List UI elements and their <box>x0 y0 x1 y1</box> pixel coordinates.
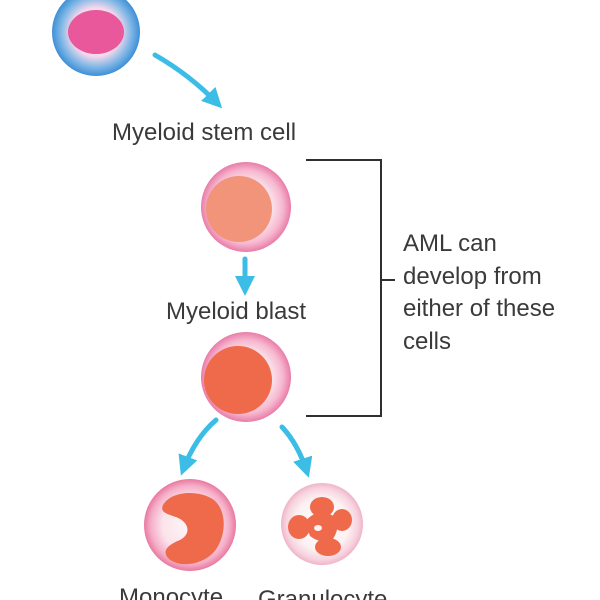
arrow-to-granulocyte <box>279 424 313 478</box>
arrow-curved-top <box>152 52 223 109</box>
label-monocyte: Monocyte <box>119 584 224 600</box>
aml-note: AML can develop from either of these cel… <box>403 228 593 358</box>
arrow-to-monocyte <box>178 417 219 476</box>
myeloid-blast <box>201 332 291 422</box>
aml-note-line-3: either of these <box>403 295 556 322</box>
aml-note-line-4: cells <box>403 327 452 355</box>
stem-cell-top <box>52 0 140 76</box>
aml-note-line-1: AML can <box>403 230 497 257</box>
label-stem-cell: Myeloid stem cell <box>112 119 297 146</box>
granulocyte-nucleus <box>288 497 352 556</box>
monocyte-nucleus <box>162 493 224 565</box>
granulocyte-cell <box>281 483 363 565</box>
label-granulocyte: Granulocyte <box>258 586 388 600</box>
label-blast: Myeloid blast <box>166 298 307 325</box>
bracket <box>306 159 395 417</box>
monocyte-cell <box>144 479 236 571</box>
myeloid-stem-cell <box>201 162 291 252</box>
aml-note-line-2: develop from <box>403 262 542 290</box>
